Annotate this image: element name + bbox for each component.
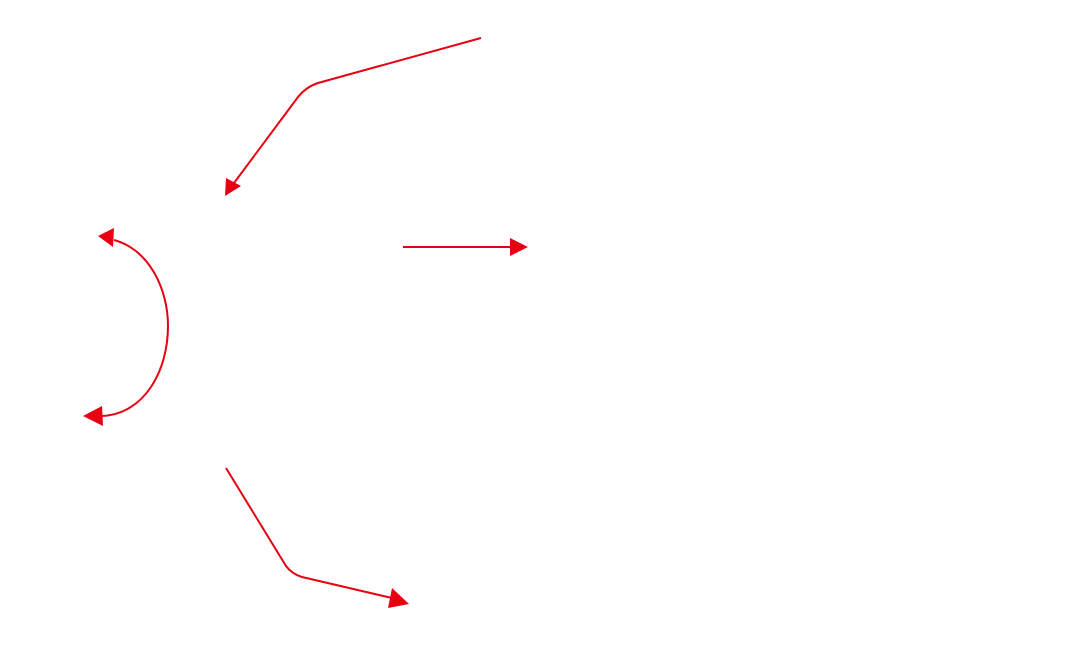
bottom-arrow-head [388,588,409,608]
top-arrow-head [225,178,241,196]
top-curved-arrow [225,37,482,196]
left-arc-head-top [98,228,114,247]
bottom-arrow-line [225,467,393,599]
middle-straight-arrow [403,238,528,256]
middle-arrow-head [510,238,528,256]
left-double-arc-arrow [83,228,169,426]
left-arc-head-bottom [83,406,103,426]
left-arc-line [101,239,169,417]
top-arrow-line [233,37,482,184]
bottom-curved-arrow [225,467,409,608]
